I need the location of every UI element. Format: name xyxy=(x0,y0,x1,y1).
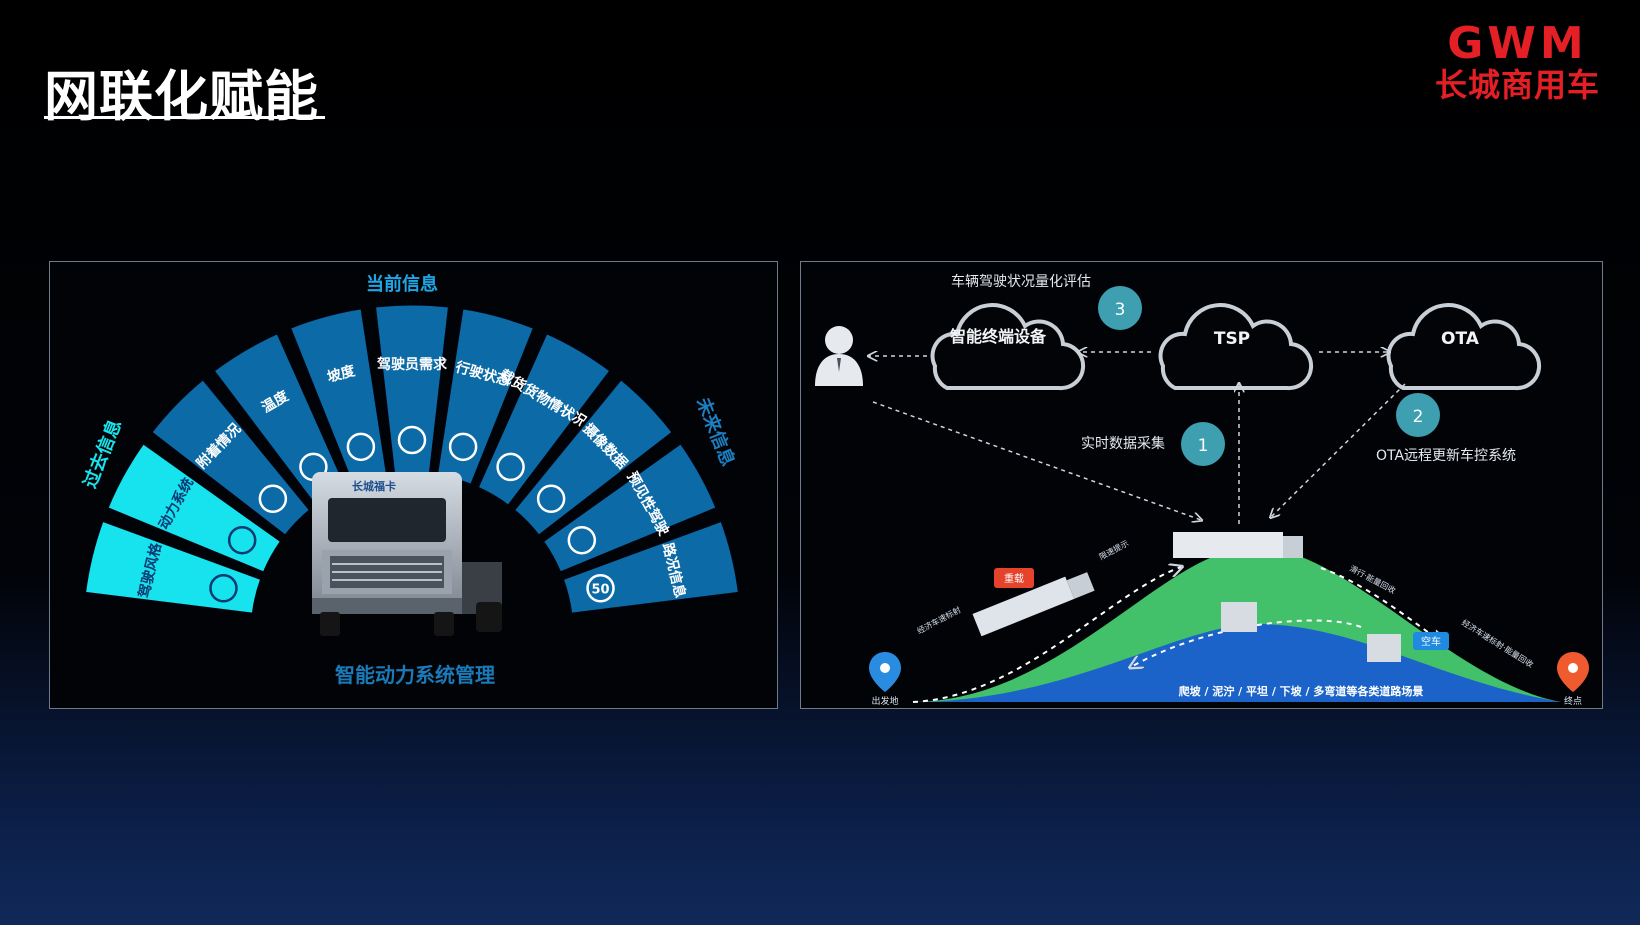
ota-update-label: OTA远程更新车控系统 xyxy=(1376,447,1516,464)
driver-person-icon xyxy=(815,326,863,386)
steering-wheel-icon xyxy=(209,574,238,603)
power-management-panel: 驾驶风格动力系统附着情况温度坡度驾驶员需求行驶状态载货货物情状况态摄像数据预见性… xyxy=(49,261,778,709)
front-truck-image xyxy=(1221,602,1257,632)
future-info-label: 未来信息 xyxy=(692,394,739,469)
engine-icon xyxy=(227,525,257,555)
segment-5: 坡度 xyxy=(287,306,390,488)
speed-limit-value: 50 xyxy=(591,582,609,597)
segment-3: 附着情况 xyxy=(148,376,313,539)
connectivity-panel: 爬坡 / 泥泞 / 平坦 / 下坡 / 多弯道等各类道路场景 经济车速标射 限速… xyxy=(800,261,1603,709)
power-system-label: 智能动力系统管理 xyxy=(335,663,495,687)
gwm-logo: GWM 长城商用车 xyxy=(1434,18,1600,105)
power-management-diagram: 驾驶风格动力系统附着情况温度坡度驾驶员需求行驶状态载货货物情状况态摄像数据预见性… xyxy=(79,273,742,687)
ota-label: OTA xyxy=(1441,329,1480,349)
step-2-badge xyxy=(1396,393,1440,437)
speedometer-icon xyxy=(448,432,478,462)
loaded-tag-label: 重载 xyxy=(1004,572,1024,585)
loaded-tag xyxy=(994,568,1034,588)
tsp-label: TSP xyxy=(1214,329,1250,349)
segment-shape xyxy=(372,302,452,477)
segment-shape xyxy=(511,376,676,539)
page-title: 网联化赋能 xyxy=(44,65,319,128)
segment-2: 动力系统 xyxy=(104,440,284,576)
camera-icon xyxy=(536,484,566,514)
segment-shape xyxy=(475,330,614,509)
road-scenario-text: 爬坡 / 泥泞 / 平坦 / 下坡 / 多弯道等各类道路场景 xyxy=(1179,684,1424,698)
segment-shape xyxy=(82,518,264,616)
segment-6: 驾驶员需求 xyxy=(372,302,452,477)
empty-truck-image xyxy=(1367,634,1401,662)
end-label: 终点 xyxy=(1564,695,1582,707)
start-label: 出发地 xyxy=(871,695,898,707)
eco-recovery-label: 经济车速标射·能量回收 xyxy=(1460,617,1535,669)
logo-en: GWM xyxy=(1447,18,1588,69)
segment-shape xyxy=(104,440,284,576)
loaded-truck-image xyxy=(972,572,1095,637)
speed-limit-hint-label: 限速提示 xyxy=(1097,538,1130,562)
speed-limit-icon xyxy=(586,574,615,603)
empty-tag xyxy=(1413,632,1449,650)
step-3-badge xyxy=(1098,286,1142,330)
segment-shape xyxy=(560,518,742,616)
segment-shape xyxy=(540,440,720,576)
tsp-cloud xyxy=(1158,303,1314,391)
segment-ring: 驾驶风格动力系统附着情况温度坡度驾驶员需求行驶状态载货货物情状况态摄像数据预见性… xyxy=(82,302,742,616)
smart-terminal-label: 智能终端设备 xyxy=(950,327,1047,346)
road-scene-band xyxy=(911,623,1561,702)
step-1-number: 1 xyxy=(1198,436,1209,456)
step-1-badge xyxy=(1181,422,1225,466)
ota-cloud xyxy=(1386,303,1542,391)
segment-10: 预见性驾驶 xyxy=(540,440,720,576)
empty-tag-label: 空车 xyxy=(1421,635,1441,648)
segment-1: 驾驶风格 xyxy=(82,518,264,616)
evaluation-label: 车辆驾驶状况量化评估 xyxy=(951,273,1091,290)
title-underline xyxy=(44,116,325,119)
segment-9: 摄像数据 xyxy=(511,376,676,539)
cargo-car-icon xyxy=(496,452,525,482)
top-truck-image xyxy=(1173,532,1303,558)
step-2-number: 2 xyxy=(1413,407,1424,427)
truck-badge: 长城福卡 xyxy=(352,479,396,493)
snowflake-icon xyxy=(258,484,288,514)
data-collection-label: 实时数据采集 xyxy=(1081,435,1165,452)
location-pin-icon xyxy=(567,525,597,555)
gear-lever-icon xyxy=(397,425,427,455)
smart-terminal-cloud xyxy=(930,303,1086,391)
eco-speed-label: 经济车速标射 xyxy=(915,604,962,635)
step-3-number: 3 xyxy=(1115,300,1126,320)
slope-icon xyxy=(346,432,376,462)
connectivity-diagram: 爬坡 / 泥泞 / 平坦 / 下坡 / 多弯道等各类道路场景 经济车速标射 限速… xyxy=(815,273,1589,707)
current-info-label: 当前信息 xyxy=(366,273,438,295)
segment-shape xyxy=(148,376,313,539)
truck-image: 长城福卡 xyxy=(312,472,502,636)
logo-cn: 长城商用车 xyxy=(1434,66,1600,104)
segment-label: 驾驶员需求 xyxy=(376,356,448,373)
